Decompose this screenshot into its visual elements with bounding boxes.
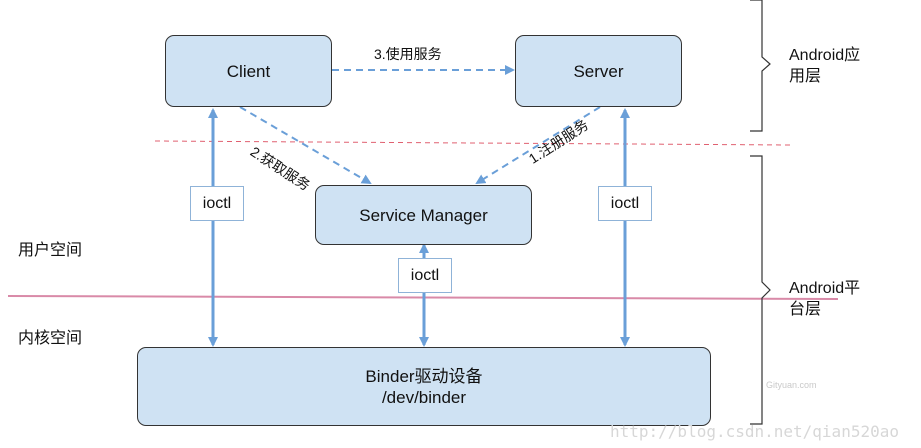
register-service-arrow xyxy=(475,106,601,185)
service-manager-label: Service Manager xyxy=(359,205,488,225)
get-service-arrow xyxy=(239,106,372,185)
service-manager-node: Service Manager xyxy=(315,185,532,245)
platform-layer-label-line2: 台层 xyxy=(789,301,822,318)
server-label: Server xyxy=(573,61,624,81)
platform-layer-bracket xyxy=(750,155,771,425)
app-layer-divider xyxy=(154,140,791,146)
binder-driver-node: Binder驱动设备 /dev/binder xyxy=(137,347,711,426)
binder-driver-label: Binder驱动设备 xyxy=(365,366,483,386)
sm-ioctl-label: ioctl xyxy=(398,258,452,293)
kernel-space-label: 内核空间 xyxy=(18,330,83,347)
app-layer-label-line2: 用层 xyxy=(789,68,822,85)
app-layer-label: Android应 用层 xyxy=(789,45,860,87)
gityuan-watermark: Gityuan.com xyxy=(766,380,817,390)
app-layer-label-line1: Android应 xyxy=(789,47,861,64)
use-service-label: 3.使用服务 xyxy=(374,46,442,62)
platform-layer-label-line1: Android平 xyxy=(789,280,861,297)
client-node: Client xyxy=(165,35,332,107)
user-space-label: 用户空间 xyxy=(18,242,83,259)
binder-path-label: /dev/binder xyxy=(381,387,467,407)
server-node: Server xyxy=(515,35,682,107)
platform-layer-label: Android平 台层 xyxy=(789,278,860,320)
server-ioctl-label: ioctl xyxy=(598,186,652,221)
csdn-watermark: http://blog.csdn.net/qian520ao xyxy=(610,422,899,441)
app-layer-bracket xyxy=(750,0,771,132)
client-ioctl-label: ioctl xyxy=(190,186,244,221)
client-label: Client xyxy=(226,61,271,81)
